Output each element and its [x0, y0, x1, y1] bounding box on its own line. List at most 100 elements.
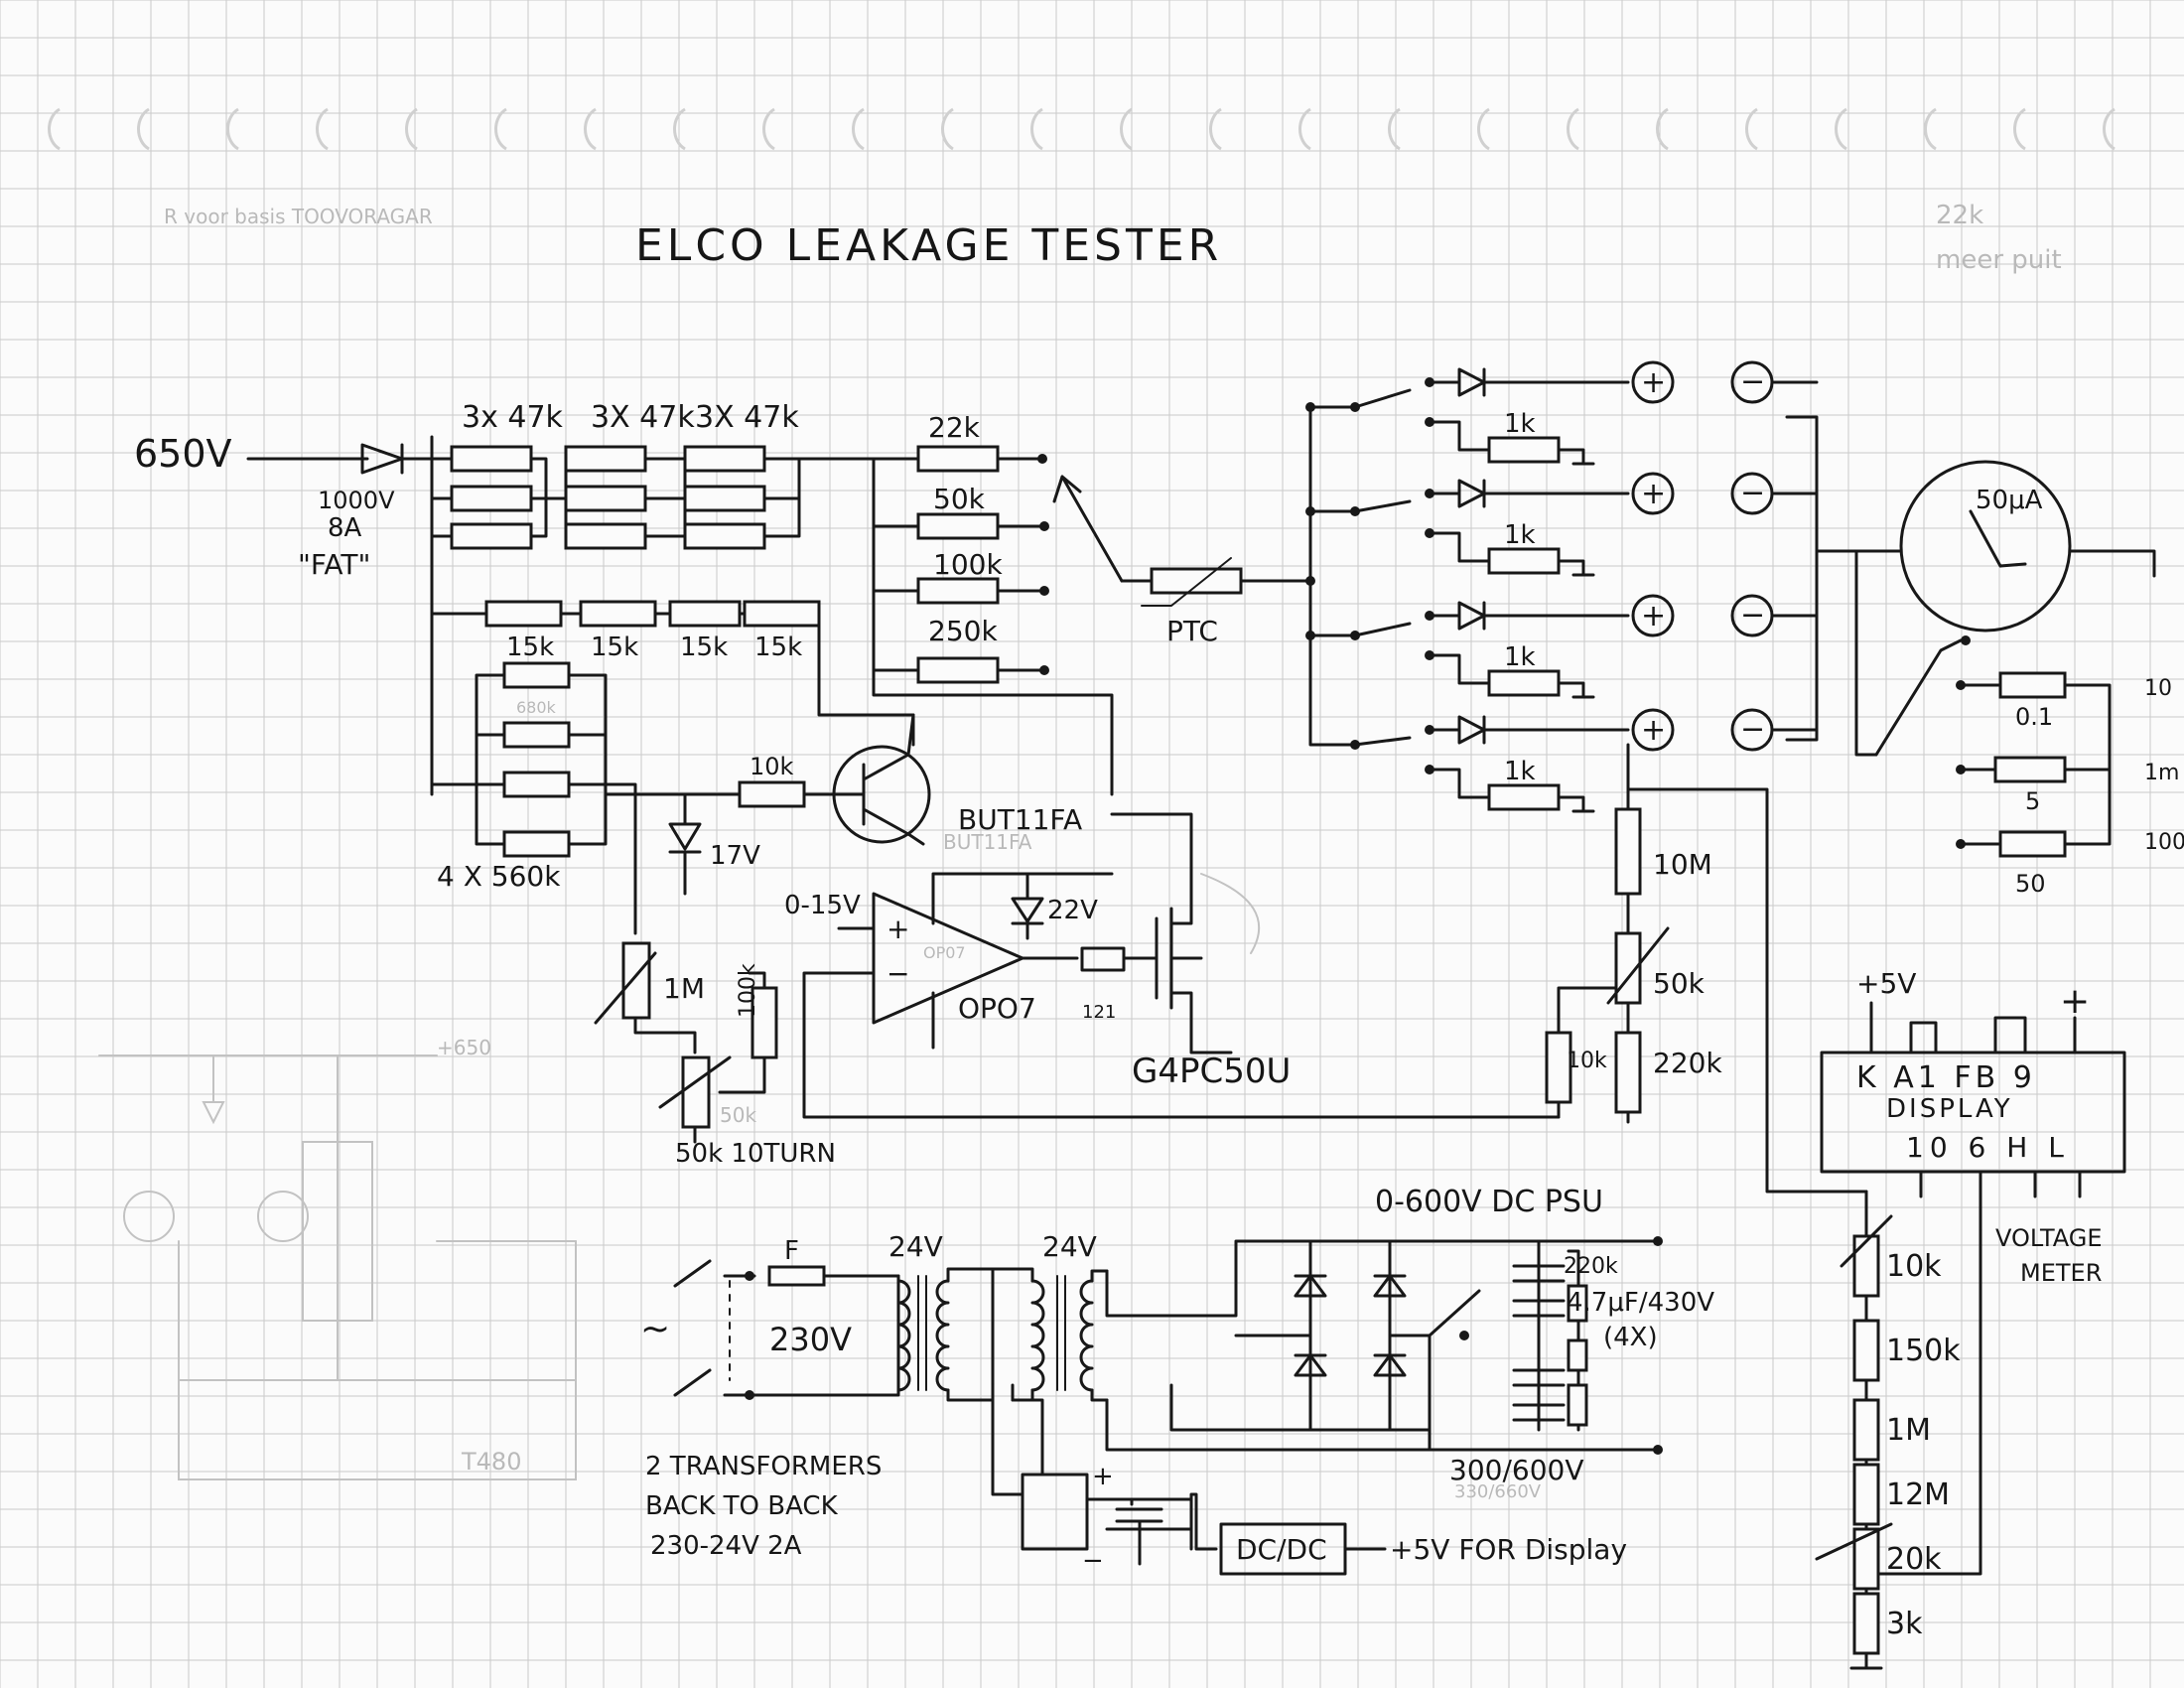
base-resistor-bank: 680k 4 X 560k	[430, 661, 697, 893]
psu-secondary-2: 24V	[1042, 1230, 1097, 1263]
ptc-label: PTC	[1166, 615, 1218, 647]
pencil-notes: R voor basis TOOVORAGAR 22k meer puit +6…	[98, 201, 2062, 1480]
shunt-range-3: 100	[2144, 830, 2184, 855]
output-resistor-label: 1k	[1504, 520, 1536, 550]
display-top-pins: K A1 FB 9	[1856, 1060, 2036, 1095]
meter-label: 50μA	[1976, 486, 2043, 515]
display-plus-5v: +5V	[1856, 967, 1916, 1000]
sense-chain: 10M 50k 10k 220k	[1545, 753, 1868, 1194]
sense-resistor-10m: 10M	[1653, 848, 1712, 881]
output-minus-terminal[interactable]: −	[1740, 712, 1765, 747]
mosfet-label: G4PC50U	[1132, 1052, 1291, 1091]
pot-50k-10turn: 50k 10TURN	[675, 1139, 836, 1169]
divider-resistor-label: 150k	[1886, 1334, 1961, 1368]
component-121	[1080, 946, 1126, 972]
zener-22v: 22V	[1047, 896, 1098, 925]
psu-cap-resistor: 220k	[1564, 1254, 1618, 1279]
series-group-3-label: 3X 47k	[695, 400, 799, 435]
psu-caps: 4.7μF/430V	[1567, 1288, 1714, 1318]
output-plus-terminal[interactable]: +	[1641, 365, 1666, 400]
pencil-note-top-right-2: meer puit	[1936, 245, 2062, 275]
pencil-note-top-right: 22k	[1936, 201, 1983, 230]
psu-caps-count: (4X)	[1603, 1323, 1658, 1352]
shunt-5: 5	[2025, 787, 2040, 815]
divider-resistor-label: 12M	[1886, 1477, 1950, 1512]
psu-note-3: 230-24V 2A	[650, 1531, 802, 1561]
series-group-2	[564, 445, 647, 550]
output-resistor-label: 1k	[1504, 409, 1536, 439]
shunt-range-1: 10	[2144, 676, 2172, 701]
test-output-row: 1k + −	[1350, 708, 1819, 813]
dcdc-label: DC/DC	[1236, 1533, 1327, 1566]
psu-section: 0-600V DC PSU ~ F 230V 24V 24V 220k 4.7μ…	[640, 1185, 1714, 1576]
series-group-3	[683, 445, 766, 550]
display-name: DISPLAY	[1886, 1094, 2013, 1124]
divider-resistor-2: 15k	[591, 633, 638, 662]
range-resistor-22k: 22k	[928, 411, 981, 444]
opamp-plus: +	[887, 913, 909, 945]
divider-resistor-4: 15k	[754, 633, 802, 662]
opamp-label: OPO7	[958, 992, 1036, 1025]
psu-note-1: 2 TRANSFORMERS	[645, 1452, 882, 1481]
schematic-title: ELCO LEAKAGE TESTER	[635, 220, 1222, 271]
diode-rating-note: "FAT"	[298, 548, 370, 581]
sense-pot-50k: 50k	[1653, 967, 1706, 1000]
input-voltage: 650V	[134, 432, 232, 476]
pencil-note-psu-label: T480	[461, 1448, 521, 1476]
pot-50k-pencil: 50k	[720, 1103, 756, 1127]
divider-resistor-label: 10k	[1886, 1249, 1942, 1284]
test-output-row: 1k + −	[1350, 360, 1819, 466]
psu-secondary-1: 24V	[888, 1230, 943, 1263]
output-minus-terminal[interactable]: −	[1740, 476, 1765, 510]
meter-section: 50μA 0.1 5 50 10 1m 100	[1854, 460, 2184, 898]
binder-holes	[48, 107, 2116, 151]
display-plus: +	[2060, 981, 2090, 1022]
output-plus-terminal[interactable]: +	[1641, 477, 1666, 511]
opamp-inner-label: OP07	[923, 943, 966, 962]
divider-resistor-3: 15k	[680, 633, 728, 662]
divider-resistor-label: 1M	[1886, 1413, 1931, 1448]
range-resistor-250k: 250k	[928, 615, 998, 647]
output-plus-terminal[interactable]: +	[1641, 713, 1666, 748]
display-caption-2: METER	[2020, 1259, 2102, 1287]
pot-1m: 1M	[663, 972, 705, 1005]
psu-mains-tilde: ~	[640, 1309, 670, 1349]
pencil-note-psu-voltage: +650	[437, 1036, 491, 1059]
output-minus-terminal[interactable]: −	[1740, 364, 1765, 399]
psu-fuse: F	[784, 1236, 799, 1266]
display-box	[1820, 1051, 2126, 1174]
pot-100k: 100k	[736, 963, 760, 1018]
ptc-section: PTC	[1120, 557, 1312, 647]
output-resistor-label: 1k	[1504, 757, 1536, 786]
divider-resistors: 15k 15k 15k 15k	[430, 600, 915, 747]
diode-rating-voltage: 1000V	[318, 487, 395, 514]
divider-resistor-1: 15k	[506, 633, 554, 662]
display-module: +5V + K A1 FB 9 DISPLAY 10 6 H L VOLTAGE…	[1820, 967, 2126, 1287]
shunt-50: 50	[2015, 870, 2046, 898]
dcdc-output: +5V FOR Display	[1390, 1533, 1627, 1566]
psu-note-2: BACK TO BACK	[645, 1491, 839, 1521]
psu-bridge-plus: +	[1092, 1462, 1114, 1491]
sense-resistor-10k: 10k	[1567, 1049, 1607, 1073]
series-group-1-label: 3x 47k	[462, 400, 564, 435]
sense-resistor-220k: 220k	[1653, 1047, 1722, 1079]
series-group-2-label: 3X 47k	[591, 400, 695, 435]
output-plus-terminal[interactable]: +	[1641, 599, 1666, 633]
input-section: 650V 1000V 8A "FAT" 3x 47k 3X 47k 3X 47k	[134, 400, 876, 796]
zener-17v: 17V	[710, 841, 760, 871]
output-resistor-label: 1k	[1504, 642, 1536, 672]
display-caption-1: VOLTAGE	[1995, 1224, 2103, 1252]
output-minus-terminal[interactable]: −	[1740, 598, 1765, 633]
base-resistor-10k: 10k	[750, 753, 794, 780]
control-section: BUT11FA BUT11FA 10k 17V 1M 50k 10TURN 50…	[594, 713, 1561, 1169]
psu-output: 300/600V	[1449, 1454, 1583, 1486]
divider-resistor-label: 3k	[1886, 1607, 1923, 1641]
range-resistor-50k: 50k	[933, 483, 986, 515]
diode-rating-current: 8A	[328, 513, 362, 543]
series-group-1	[450, 445, 533, 550]
test-output-row: 1k + −	[1350, 594, 1819, 699]
component-121-label: 121	[1082, 1002, 1116, 1023]
base-resistor-pencil-value: 680k	[516, 698, 557, 717]
